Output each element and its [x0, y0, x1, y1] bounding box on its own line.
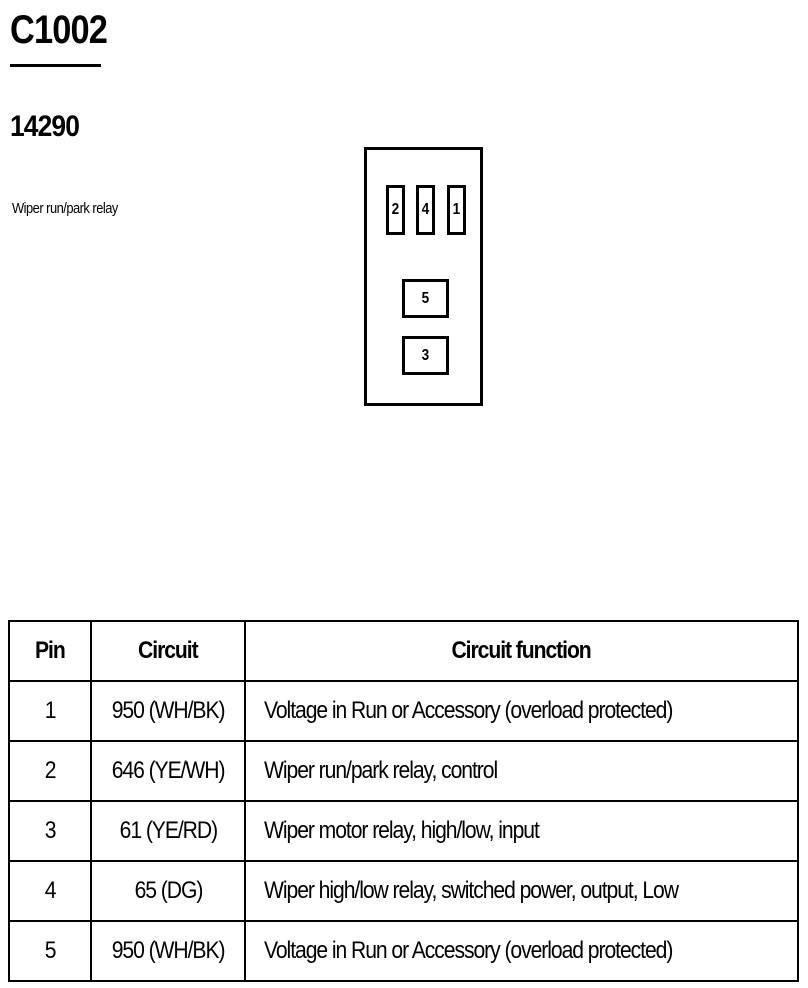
connector-face-diagram: 2 4 1 5 3 — [364, 147, 483, 406]
pin-slot-2: 2 — [386, 185, 405, 235]
table-row: 2 646 (YE/WH) Wiper run/park relay, cont… — [8, 740, 799, 802]
table-row: 5 950 (WH/BK) Voltage in Run or Accessor… — [8, 920, 799, 982]
cell-circuit: 65 (DG) — [90, 860, 246, 922]
header-circuit-function: Circuit function — [244, 620, 799, 682]
pin-slot-3: 3 — [402, 336, 449, 375]
connector-id: C1002 — [10, 8, 108, 52]
cell-circuit: 950 (WH/BK) — [90, 920, 246, 982]
cell-pin: 3 — [8, 800, 92, 862]
cell-function: Voltage in Run or Accessory (overload pr… — [244, 920, 799, 982]
table-header-row: Pin Circuit Circuit function — [8, 620, 799, 682]
pin-label: 2 — [391, 201, 400, 218]
header-pin: Pin — [8, 620, 92, 682]
pin-label: 5 — [421, 289, 430, 307]
connector-description: Wiper run/park relay — [12, 200, 118, 217]
cell-pin: 5 — [8, 920, 92, 982]
cell-pin: 1 — [8, 680, 92, 742]
cell-circuit: 950 (WH/BK) — [90, 680, 246, 742]
table-row: 1 950 (WH/BK) Voltage in Run or Accessor… — [8, 680, 799, 742]
cell-pin: 4 — [8, 860, 92, 922]
cell-function: Wiper high/low relay, switched power, ou… — [244, 860, 799, 922]
pinout-table: Pin Circuit Circuit function 1 950 (WH/B… — [8, 620, 799, 982]
pin-slot-5: 5 — [402, 279, 449, 318]
table-row: 3 61 (YE/RD) Wiper motor relay, high/low… — [8, 800, 799, 862]
cell-circuit: 61 (YE/RD) — [90, 800, 246, 862]
pin-slot-1: 1 — [447, 185, 466, 235]
cell-function: Wiper motor relay, high/low, input — [244, 800, 799, 862]
pin-label: 3 — [421, 346, 430, 364]
cell-pin: 2 — [8, 740, 92, 802]
cell-function: Wiper run/park relay, control — [244, 740, 799, 802]
cell-circuit: 646 (YE/WH) — [90, 740, 246, 802]
part-number: 14290 — [10, 110, 80, 143]
header-circuit: Circuit — [90, 620, 246, 682]
title-underline — [10, 64, 101, 67]
pin-label: 4 — [421, 201, 430, 218]
pin-slot-4: 4 — [416, 185, 435, 235]
cell-function: Voltage in Run or Accessory (overload pr… — [244, 680, 799, 742]
table-row: 4 65 (DG) Wiper high/low relay, switched… — [8, 860, 799, 922]
pin-label: 1 — [452, 201, 461, 218]
